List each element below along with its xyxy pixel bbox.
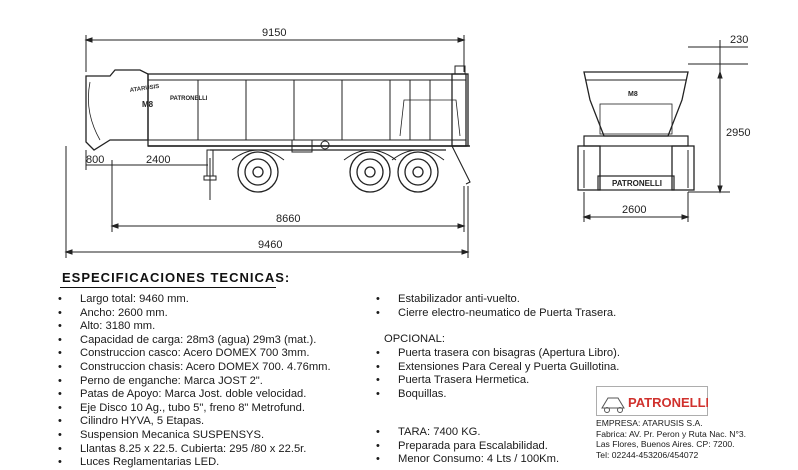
- body-curved-text: ATARUSIS: [129, 84, 159, 94]
- company-phone: Tel: 02244-453206/454072: [596, 449, 699, 460]
- company-name: EMPRESA: ATARUSIS S.A.: [596, 418, 703, 428]
- company-address: Fabrica: AV. Pr. Peron y Ruta Nac. N°3.: [596, 428, 747, 439]
- list-item: TARA: 7400 KG.: [372, 426, 559, 440]
- list-item: Construccion casco: Acero DOMEX 700 3mm.: [54, 347, 331, 361]
- dim-rear-top: 230: [730, 34, 748, 46]
- list-item: Boquillas.: [372, 388, 620, 402]
- company-info: EMPRESA: ATARUSIS S.A. Fabrica: AV. Pr. …: [596, 418, 746, 460]
- body-model: M8: [142, 100, 154, 109]
- dim-front-overhang: 800: [86, 154, 104, 166]
- company-logo: PATRONELLI: [596, 386, 708, 416]
- specs-right-list-a: Estabilizador anti-vuelto. Cierre electr…: [372, 293, 616, 320]
- list-item: Perno de enganche: Marca JOST 2".: [54, 375, 331, 389]
- dim-rear-width: 2600: [622, 204, 646, 216]
- specs-title-underline: [60, 287, 276, 288]
- wheel-1: [237, 151, 279, 193]
- specs-title: ESPECIFICACIONES TECNICAS:: [62, 270, 291, 285]
- specs-right-list-c: TARA: 7400 KG. Preparada para Escalabili…: [372, 426, 559, 467]
- list-item: Alto: 3180 mm.: [54, 320, 331, 334]
- side-view: [64, 35, 471, 258]
- wheel-3: [397, 151, 439, 193]
- logo-text: PATRONELLI: [628, 395, 708, 410]
- list-item: Suspension Mecanica SUSPENSYS.: [54, 429, 331, 443]
- list-item: Eje Disco 10 Ag., tubo 5", freno 8" Metr…: [54, 402, 331, 416]
- list-item: Luces Reglamentarias LED.: [54, 456, 331, 470]
- dim-wheelbase: 8660: [276, 213, 300, 225]
- dim-total-top: 9150: [262, 27, 286, 39]
- list-item: Ancho: 2600 mm.: [54, 307, 331, 321]
- dim-rear-height: 2950: [726, 127, 750, 139]
- list-item: Menor Consumo: 4 Lts / 100Km.: [372, 453, 559, 467]
- list-item: Puerta Trasera Hermetica.: [372, 374, 620, 388]
- specs-optional-list: Puerta trasera con bisagras (Apertura Li…: [372, 347, 620, 401]
- specs-left-list: Largo total: 9460 mm. Ancho: 2600 mm. Al…: [54, 293, 331, 470]
- body-brand: PATRONELLI: [170, 96, 208, 102]
- list-item: Cilindro HYVA, 5 Etapas.: [54, 415, 331, 429]
- rear-bumper-brand: PATRONELLI: [612, 179, 662, 188]
- list-item: Extensiones Para Cereal y Puerta Guillot…: [372, 361, 620, 375]
- dim-total-bottom: 9460: [258, 239, 282, 251]
- rear-view: [577, 40, 748, 222]
- list-item: Largo total: 9460 mm.: [54, 293, 331, 307]
- dim-kingpin: 2400: [146, 154, 170, 166]
- rear-body-model: M8: [628, 91, 638, 98]
- company-city: Las Flores, Buenos Aires. CP: 7200.: [596, 439, 735, 450]
- list-item: Preparada para Escalabilidad.: [372, 440, 559, 454]
- list-item: Patas de Apoyo: Marca Jost. doble veloci…: [54, 388, 331, 402]
- list-item: Construccion chasis: Acero DOMEX 700. 4.…: [54, 361, 331, 375]
- technical-drawing: 9150 800 2400 8660 9460 ATARUSIS M8 PATR…: [64, 27, 750, 258]
- list-item: Puerta trasera con bisagras (Apertura Li…: [372, 347, 620, 361]
- wheel-2: [349, 151, 391, 193]
- list-item: Cierre electro-neumatico de Puerta Trase…: [372, 307, 616, 321]
- list-item: Capacidad de carga: 28m3 (agua) 29m3 (ma…: [54, 334, 331, 348]
- list-item: Estabilizador anti-vuelto.: [372, 293, 616, 307]
- list-item: Llantas 8.25 x 22.5. Cubierta: 295 /80 x…: [54, 443, 331, 457]
- optional-title: OPCIONAL:: [384, 333, 445, 345]
